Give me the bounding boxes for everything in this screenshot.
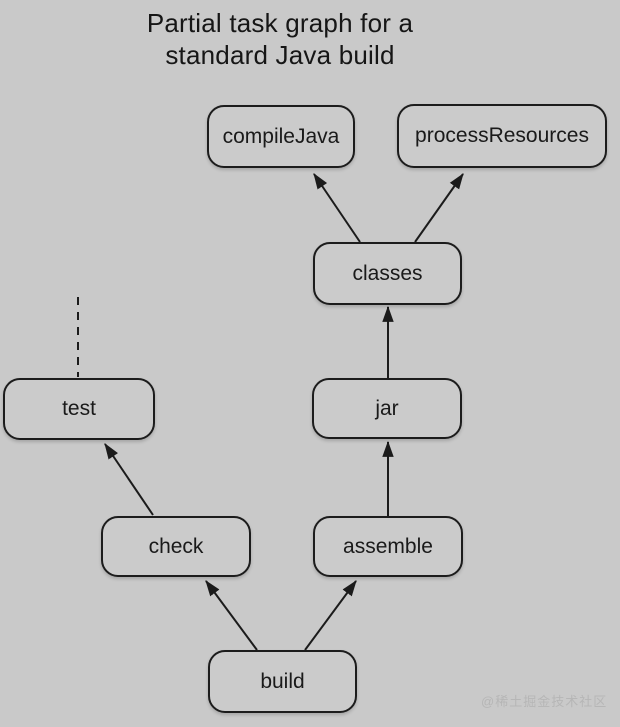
task-node-build: build	[208, 650, 357, 713]
watermark: @稀土掘金技术社区	[481, 694, 608, 709]
edge-classes-to-compilejava	[313, 173, 361, 243]
task-node-classes: classes	[313, 242, 462, 305]
task-node-assemble: assemble	[313, 516, 463, 577]
task-node-jar: jar	[312, 378, 462, 439]
task-node-label: jar	[375, 396, 399, 420]
task-node-label: assemble	[343, 534, 433, 558]
edge-classes-to-processresources	[414, 173, 464, 243]
edge-check-to-test	[104, 443, 154, 516]
task-node-check: check	[101, 516, 251, 577]
task-node-label: classes	[352, 261, 423, 285]
task-node-processresources: processResources	[397, 104, 607, 168]
task-node-label: check	[148, 534, 204, 558]
task-node-label: build	[260, 669, 305, 693]
task-node-label: processResources	[415, 124, 589, 147]
title-line-1: Partial task graph for a	[146, 8, 414, 38]
task-node-label: compileJava	[222, 124, 340, 148]
task-node-test: test	[3, 378, 155, 440]
task-node-label: test	[62, 397, 96, 420]
edge-build-to-check	[205, 580, 258, 651]
task-node-compilejava: compileJava	[207, 105, 355, 168]
title-line-2: standard Java build	[165, 40, 395, 70]
diagram-title: Partial task graph for a standard Java b…	[80, 7, 480, 71]
edge-build-to-assemble	[304, 580, 357, 651]
